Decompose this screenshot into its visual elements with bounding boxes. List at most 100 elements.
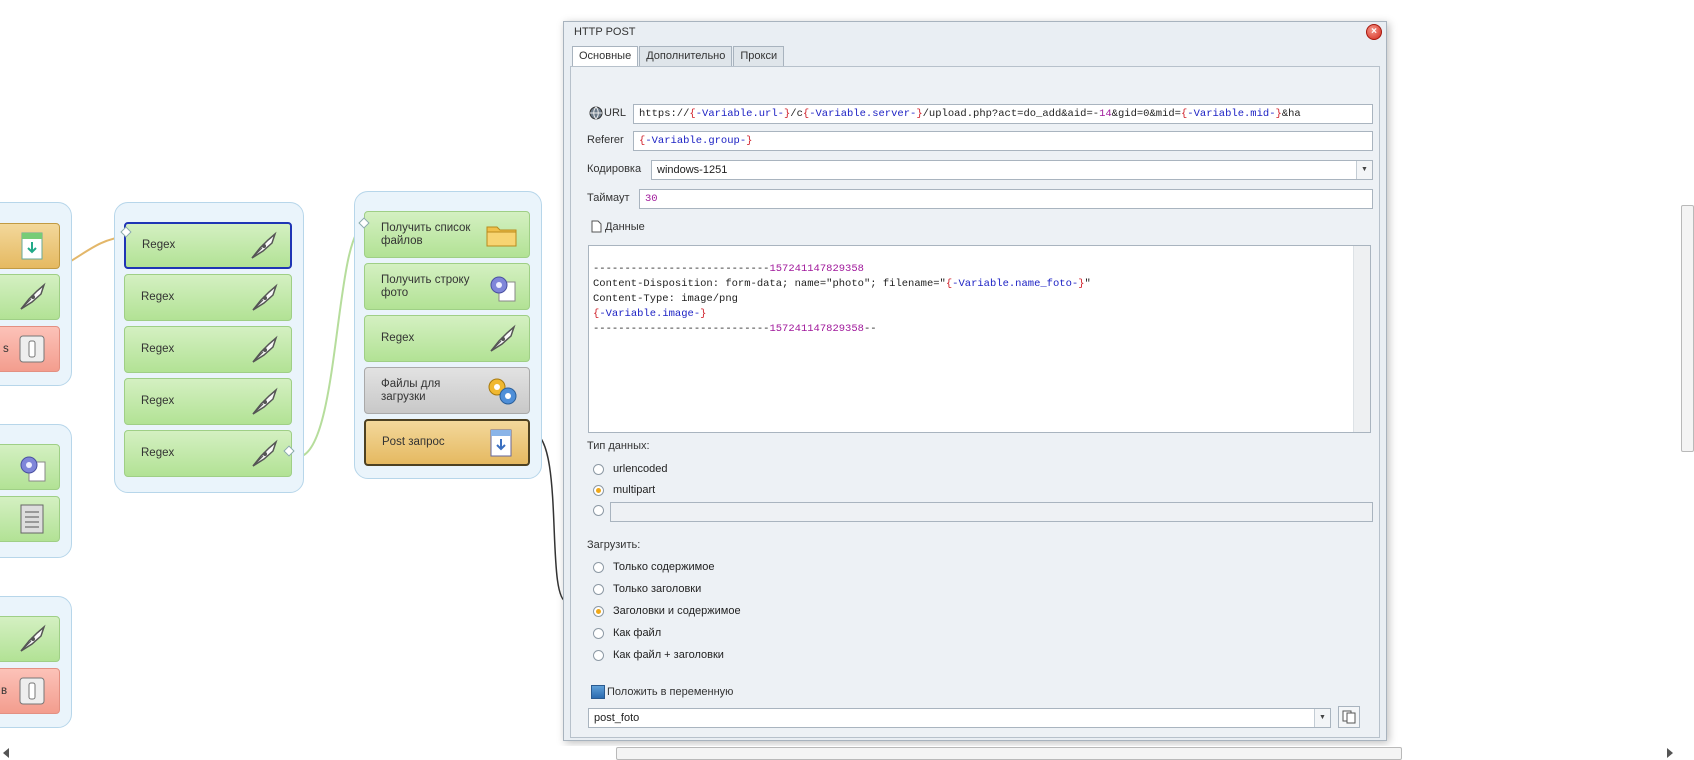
- node-get-photo-line[interactable]: Получить строку фото: [364, 263, 530, 310]
- dialog-titlebar[interactable]: HTTP POST ×: [564, 22, 1386, 42]
- url-part: /upload.php?act=do_add&aid=-: [922, 108, 1100, 120]
- radio-label: Как файл + заголовки: [613, 649, 724, 661]
- body-text: --: [863, 323, 877, 335]
- node-regex-5[interactable]: Regex: [124, 430, 292, 477]
- doc-icon: [591, 220, 602, 236]
- url-part: &ha: [1281, 108, 1301, 120]
- horizontal-scroll-thumb[interactable]: [616, 747, 1402, 760]
- encoding-select[interactable]: windows-1251 ▼: [651, 160, 1373, 180]
- radio-custom[interactable]: [593, 505, 613, 516]
- checkbox-store[interactable]: [591, 685, 605, 699]
- download-label: Загрузить:: [587, 539, 641, 551]
- node-post-request[interactable]: Post запрос: [364, 419, 530, 466]
- node-regex-6[interactable]: Regex: [364, 315, 530, 362]
- node-regex-3-label: Regex: [141, 343, 175, 355]
- body-text: Content-Disposition: form-data; name="ph…: [593, 278, 946, 290]
- node-regex-4-label: Regex: [141, 395, 175, 407]
- node-get-photo-line-label: Получить строку фото: [381, 273, 470, 299]
- canvas-horizontal-scrollbar[interactable]: [0, 746, 1680, 760]
- data-type-label: Тип данных:: [587, 440, 650, 452]
- node-regex-1[interactable]: Regex: [124, 222, 292, 269]
- body-variable: -Variable.image-: [599, 308, 701, 320]
- url-part: /c: [790, 108, 803, 120]
- radio-label: multipart: [613, 484, 656, 496]
- gear-doc-icon: [15, 450, 49, 484]
- referer-label: Referer: [587, 134, 624, 146]
- tab-main[interactable]: Основные: [572, 46, 639, 67]
- pen-icon: [247, 333, 281, 367]
- radio-circle[interactable]: [593, 561, 604, 573]
- copy-button[interactable]: [1338, 706, 1360, 728]
- radio-circle[interactable]: [593, 583, 604, 595]
- node-left-switch[interactable]: s: [0, 326, 60, 372]
- chevron-down-icon[interactable]: ▼: [1314, 709, 1330, 727]
- radio-circle[interactable]: [593, 649, 604, 661]
- node-left-regex[interactable]: [0, 274, 60, 320]
- url-input[interactable]: https://{-Variable.url-}/c{-Variable.ser…: [633, 104, 1373, 124]
- radio-urlencoded[interactable]: urlencoded: [593, 463, 667, 475]
- body-text: ": [1084, 278, 1091, 290]
- radio-label: Заголовки и содержимое: [613, 605, 741, 617]
- radio-label: urlencoded: [613, 463, 668, 475]
- node-left-download[interactable]: [0, 223, 60, 269]
- radio-circle-selected[interactable]: [593, 605, 604, 617]
- canvas-vertical-scrollbar[interactable]: [1680, 0, 1694, 746]
- node-regex-3[interactable]: Regex: [124, 326, 292, 373]
- node-get-file-list-label: Получить список файлов: [381, 221, 471, 247]
- pen-icon: [247, 437, 281, 471]
- download-icon: [484, 426, 518, 460]
- url-number: 14: [1099, 108, 1112, 120]
- radio-circle[interactable]: [593, 627, 604, 639]
- scroll-right-arrow-icon[interactable]: [1667, 748, 1673, 758]
- url-label: URL: [604, 107, 627, 119]
- url-variable: -Variable.server-: [809, 108, 917, 120]
- node-left-regex-2[interactable]: [0, 616, 60, 662]
- gears-icon: [485, 374, 519, 408]
- vertical-scroll-thumb[interactable]: [1681, 205, 1694, 452]
- radio-circle[interactable]: [593, 505, 604, 516]
- node-regex-6-label: Regex: [381, 332, 415, 344]
- node-left-switch-2[interactable]: в: [0, 668, 60, 714]
- pen-icon: [247, 385, 281, 419]
- radio-circle-selected[interactable]: [593, 484, 604, 496]
- referer-input[interactable]: {-Variable.group-}: [633, 131, 1373, 151]
- textarea-scrollbar[interactable]: [1353, 246, 1370, 432]
- radio-content-only[interactable]: Только содержимое: [593, 561, 714, 573]
- radio-label: Только заголовки: [613, 583, 702, 595]
- chevron-down-icon[interactable]: ▼: [1356, 161, 1372, 179]
- folder-icon: [485, 218, 519, 252]
- download-icon: [15, 229, 49, 263]
- node-left-doc[interactable]: [0, 496, 60, 542]
- body-text: Content-Type: image/png: [593, 293, 738, 305]
- tab-strip: Основные Дополнительно Прокси: [572, 46, 785, 67]
- encoding-label: Кодировка: [587, 163, 642, 175]
- node-upload-files-label: Файлы для загрузки: [381, 377, 441, 403]
- radio-headers-and-content[interactable]: Заголовки и содержимое: [593, 605, 741, 617]
- radio-circle[interactable]: [593, 463, 604, 475]
- referer-variable: -Variable.group-: [645, 135, 747, 147]
- radio-label: Как файл: [613, 627, 662, 639]
- radio-as-file[interactable]: Как файл: [593, 627, 661, 639]
- timeout-value: 30: [645, 193, 658, 205]
- node-get-file-list[interactable]: Получить список файлов: [364, 211, 530, 258]
- scroll-left-arrow-icon[interactable]: [3, 748, 9, 758]
- tab-proxy[interactable]: Прокси: [733, 46, 785, 66]
- radio-headers-only[interactable]: Только заголовки: [593, 583, 701, 595]
- post-data-textarea[interactable]: ----------------------------157241147829…: [588, 245, 1371, 433]
- radio-multipart[interactable]: multipart: [593, 484, 655, 496]
- tab-advanced[interactable]: Дополнительно: [639, 46, 733, 66]
- http-post-dialog: HTTP POST × Основные Дополнительно Прокс…: [563, 21, 1387, 741]
- radio-label: Только содержимое: [613, 561, 715, 573]
- store-variable-select[interactable]: post_foto ▼: [588, 708, 1331, 728]
- timeout-input[interactable]: 30: [639, 189, 1373, 209]
- node-left-gear[interactable]: [0, 444, 60, 490]
- radio-as-file-headers[interactable]: Как файл + заголовки: [593, 649, 724, 661]
- url-variable: -Variable.url-: [695, 108, 784, 120]
- close-button[interactable]: ×: [1366, 24, 1382, 40]
- node-regex-2[interactable]: Regex: [124, 274, 292, 321]
- node-upload-files[interactable]: Файлы для загрузки: [364, 367, 530, 414]
- node-regex-1-label: Regex: [142, 239, 176, 251]
- custom-type-input[interactable]: [610, 502, 1373, 522]
- node-regex-4[interactable]: Regex: [124, 378, 292, 425]
